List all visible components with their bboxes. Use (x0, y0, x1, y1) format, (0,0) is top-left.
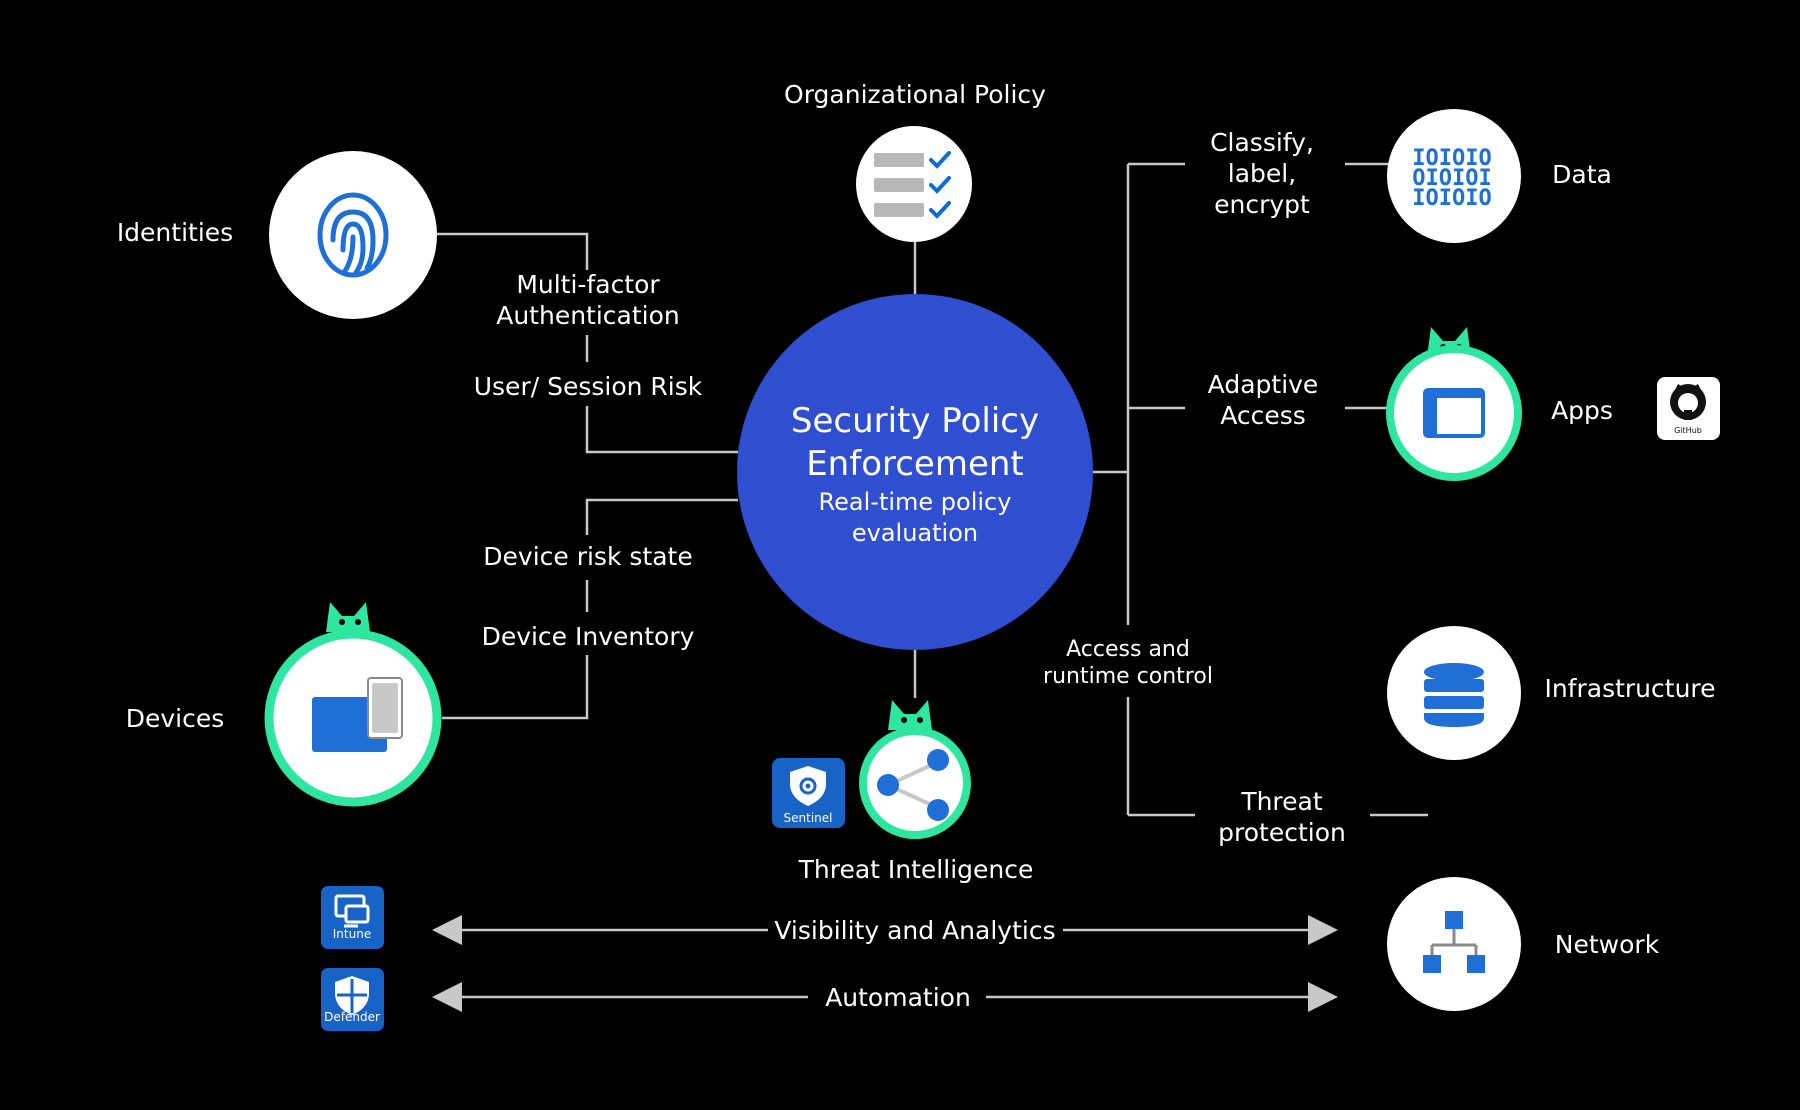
identities-connector (437, 232, 589, 270)
binary-row3: IOIOIO (1412, 186, 1491, 211)
data-node: IOIOIO OIOIOI IOIOIO Data (1387, 109, 1612, 243)
mfa-label-line1: Multi-factor (516, 270, 660, 299)
session-risk-label: User/ Session Risk (474, 372, 703, 401)
github-octocat-icon (1670, 384, 1706, 420)
mfa-label-line2: Authentication (496, 301, 680, 330)
center-to-device-risk-connector (585, 498, 738, 535)
connector-lines (437, 162, 1428, 817)
sentinel-badge: Sentinel (772, 758, 845, 828)
binary-row1: IOIOIO (1412, 146, 1491, 171)
devices-mascot-icon (326, 602, 370, 632)
threat-intel-mascot-icon (888, 700, 932, 730)
identities-node: Identities (117, 151, 437, 319)
github-label: GitHub (1674, 426, 1702, 435)
policy-node: Organizational Policy (784, 80, 1046, 242)
apps-label: Apps (1551, 396, 1613, 425)
device-inventory-label: Device Inventory (482, 622, 695, 651)
defender-shield-icon (335, 976, 369, 1015)
sentinel-shield-icon (790, 766, 826, 806)
app-window-icon (1423, 388, 1485, 438)
infrastructure-circle (1387, 626, 1521, 760)
network-topology-icon (1423, 911, 1485, 973)
center-circle (737, 294, 1093, 650)
apps-node: Apps (1386, 327, 1613, 481)
bottom-labels: Visibility and Analytics Automation (774, 916, 1055, 1012)
network-node: Network (1387, 877, 1660, 1011)
checklist-icon (874, 151, 951, 219)
devices-node: Devices (126, 602, 442, 807)
database-icon (1424, 663, 1484, 727)
threat-intel-label: Threat Intelligence (798, 855, 1034, 884)
defender-badge: Defender (321, 968, 384, 1031)
device-risk-label: Device risk state (483, 542, 692, 571)
binary-data-icon: IOIOIO OIOIOI IOIOIO (1412, 146, 1491, 211)
session-to-center-connector (585, 406, 738, 454)
right-connector-labels: Classify, label, encrypt Adaptive Access… (1043, 128, 1346, 847)
devices-label: Devices (126, 704, 225, 733)
center-sub-line1: Real-time policy (819, 488, 1012, 516)
inventory-to-devices-connector (442, 655, 589, 720)
visibility-label: Visibility and Analytics (774, 916, 1055, 945)
intune-badge: Intune (321, 886, 384, 949)
defender-label: Defender (324, 1010, 380, 1024)
github-badge: GitHub (1657, 377, 1720, 440)
classify-label-line2: label, (1228, 159, 1296, 188)
adaptive-label-line1: Adaptive (1208, 370, 1319, 399)
access-label-line1: Access and (1066, 637, 1190, 662)
automation-label: Automation (825, 983, 971, 1012)
center-title-line1: Security Policy (791, 401, 1039, 441)
left-connector-labels: Multi-factor Authentication User/ Sessio… (474, 270, 703, 651)
binary-row2: OIOIOI (1412, 166, 1491, 191)
threat-protection-label-line1: Threat (1240, 787, 1323, 816)
network-label: Network (1555, 930, 1660, 959)
threat-intel-node: Threat Intelligence (798, 700, 1034, 884)
adaptive-label-line2: Access (1220, 401, 1306, 430)
classify-label-line1: Classify, (1210, 128, 1314, 157)
infrastructure-label: Infrastructure (1544, 674, 1715, 703)
center-policy-node: Security Policy Enforcement Real-time po… (737, 294, 1093, 650)
sentinel-label: Sentinel (784, 811, 833, 825)
fingerprint-icon (317, 192, 389, 278)
center-title-line2: Enforcement (806, 444, 1024, 484)
infrastructure-node: Infrastructure (1387, 626, 1716, 760)
access-label-line2: runtime control (1043, 664, 1213, 689)
policy-label: Organizational Policy (784, 80, 1046, 109)
devices-icon (312, 677, 403, 752)
share-network-icon (877, 749, 949, 821)
center-sub-line2: evaluation (852, 519, 978, 547)
bottom-arrows (432, 915, 1338, 1012)
identities-label: Identities (117, 218, 233, 247)
data-label: Data (1552, 160, 1612, 189)
classify-label-line3: encrypt (1214, 190, 1310, 219)
intune-label: Intune (333, 927, 371, 941)
threat-protection-label-line2: protection (1218, 818, 1346, 847)
data-circle (1387, 109, 1521, 243)
intune-monitor-icon (334, 894, 370, 928)
